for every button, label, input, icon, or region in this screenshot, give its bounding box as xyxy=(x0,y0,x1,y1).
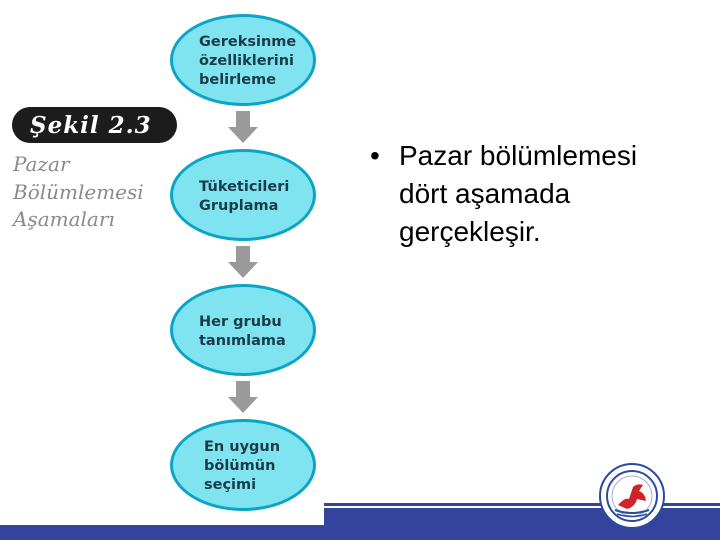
figure-title-line-3: Aşamaları xyxy=(13,207,115,231)
bullet-mark: • xyxy=(370,140,380,171)
step-text-3: Her grubu tanımlama xyxy=(199,314,286,349)
step-ellipse-1: Gereksinme özelliklerini belirleme xyxy=(170,14,316,106)
down-arrow-icon xyxy=(228,381,258,413)
step-text-2: Tüketicileri Gruplama xyxy=(199,179,290,214)
down-arrow-icon xyxy=(228,111,258,143)
step-text-4: En uygun bölümün seçimi xyxy=(204,439,281,493)
step-ellipse-3: Her grubu tanımlama xyxy=(170,284,316,376)
figure-label: Şekil 2.3 xyxy=(30,112,152,139)
step-ellipse-4: En uygun bölümün seçimi xyxy=(170,419,316,511)
footer-band-left xyxy=(0,525,324,540)
step-ellipse-2: Tüketicileri Gruplama xyxy=(170,149,316,241)
figure-title-line-1: Pazar xyxy=(13,152,70,176)
bullet-text: Pazar bölümlemesi dört aşamada gerçekleş… xyxy=(399,140,638,247)
figure-label-badge xyxy=(12,107,177,143)
down-arrow-icon xyxy=(228,246,258,278)
figure-panel: Şekil 2.3 Pazar Bölümlemesi Aşamaları Ge… xyxy=(0,0,324,525)
footer-line xyxy=(324,503,720,506)
figure-title-line-2: Bölümlemesi xyxy=(13,180,144,204)
step-text-1: Gereksinme özelliklerini belirleme xyxy=(199,34,297,88)
university-logo-icon xyxy=(599,463,665,529)
